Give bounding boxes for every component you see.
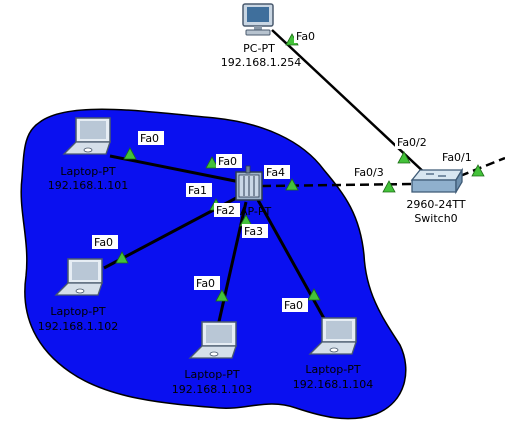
link-ap-laptop3[interactable] (216, 201, 248, 327)
port-label-sw-fa0-3: Fa0/3 (352, 165, 386, 179)
svg-text:Fa4: Fa4 (266, 166, 285, 179)
svg-text:Fa1: Fa1 (188, 184, 207, 197)
port-indicator-l2-fa0 (115, 251, 129, 264)
port-indicator-l1-fa0 (123, 147, 137, 160)
switch-name-label: Switch0 (414, 212, 457, 225)
port-label-laptop2-fa0: Fa0 (92, 235, 118, 249)
link-ap-laptop1[interactable] (109, 154, 241, 184)
laptop-icon[interactable] (308, 317, 357, 355)
pc-model-label: PC-PT (243, 42, 275, 55)
laptop2-model-label: Laptop-PT (50, 305, 105, 318)
port-indicator-sw-fa0-1 (471, 164, 485, 177)
svg-text:Fa0: Fa0 (94, 236, 113, 249)
port-indicator-l3-fa0 (215, 289, 229, 302)
link-ap-laptop4[interactable] (256, 199, 328, 323)
port-label-ap-fa1: Fa1 (186, 183, 212, 197)
access-point-icon[interactable] (235, 165, 263, 201)
link-ap-switch[interactable] (261, 182, 413, 188)
port-label-ap-fa4: Fa4 (264, 165, 290, 179)
port-indicator-l4-fa0 (307, 288, 321, 301)
port-indicator-ap-fa0 (205, 156, 219, 169)
laptop-icon[interactable] (54, 258, 103, 296)
svg-text:Fa0/1: Fa0/1 (442, 151, 472, 164)
link-switch-offscreen[interactable] (459, 156, 505, 178)
port-label-sw-fa0-2: Fa0/2 (395, 135, 429, 149)
port-label-laptop4-fa0: Fa0 (282, 298, 308, 312)
laptop1-ip-label: 192.168.1.101 (48, 179, 128, 192)
laptop4-model-label: Laptop-PT (305, 363, 360, 376)
laptop-icon[interactable] (62, 117, 111, 155)
svg-text:Fa2: Fa2 (216, 204, 235, 217)
laptop3-model-label: Laptop-PT (184, 368, 239, 381)
svg-text:Fa3: Fa3 (244, 225, 263, 238)
desktop-pc-icon[interactable] (242, 3, 274, 36)
port-indicator-sw-fa0-3 (382, 180, 396, 193)
laptop2-ip-label: 192.168.1.102 (38, 320, 118, 333)
port-indicator-sw-fa0-2 (397, 151, 411, 164)
port-indicators (115, 33, 485, 302)
access-point-model-label: AP-PT (240, 205, 272, 218)
port-label-pc-fa0: Fa0 (294, 29, 320, 43)
port-label-sw-fa0-1: Fa0/1 (440, 150, 474, 164)
switch-model-label: 2960-24TT (406, 198, 465, 211)
wireless-coverage-area (20, 108, 407, 420)
laptop1-model-label: Laptop-PT (60, 165, 115, 178)
laptop-icon[interactable] (188, 321, 237, 359)
svg-text:Fa0: Fa0 (284, 299, 303, 312)
port-label-laptop3-fa0: Fa0 (194, 276, 220, 290)
link-pc-switch[interactable] (271, 29, 429, 177)
svg-text:Fa0/3: Fa0/3 (354, 166, 384, 179)
laptop3-ip-label: 192.168.1.103 (172, 383, 252, 396)
switch-icon[interactable] (410, 167, 464, 195)
port-label-ap-fa0: Fa0 (216, 154, 242, 168)
port-label-laptop1-fa0: Fa0 (138, 131, 164, 145)
laptop4-ip-label: 192.168.1.104 (293, 378, 373, 391)
pc-ip-label: 192.168.1.254 (221, 56, 301, 69)
port-label-ap-fa2: Fa2 (214, 203, 240, 217)
svg-text:Fa0: Fa0 (140, 132, 159, 145)
svg-text:Fa0/2: Fa0/2 (397, 136, 427, 149)
svg-text:Fa0: Fa0 (218, 155, 237, 168)
svg-text:Fa0: Fa0 (196, 277, 215, 290)
svg-text:Fa0: Fa0 (296, 30, 315, 43)
port-indicator-ap-fa4 (285, 178, 299, 191)
port-label-ap-fa3: Fa3 (242, 224, 268, 238)
port-labels: Fa0 Fa0/2 Fa0/1 Fa0/3 Fa4 Fa0 Fa1 Fa2 (92, 29, 474, 312)
